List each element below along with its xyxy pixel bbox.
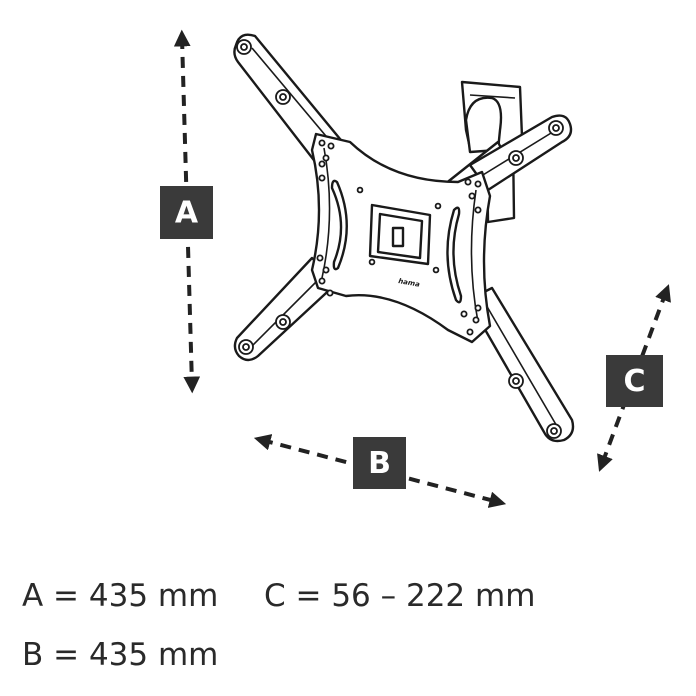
spec-c: C = 56 – 222 mm xyxy=(264,578,536,614)
curved-slot-right xyxy=(446,206,463,304)
dimension-a: A xyxy=(160,29,213,394)
spec-b: B = 435 mm xyxy=(22,637,219,673)
center-opening xyxy=(368,203,432,266)
label-b-box xyxy=(353,437,406,489)
brand-logo: hama xyxy=(398,277,421,289)
label-c-box xyxy=(606,355,663,407)
label-a: A xyxy=(175,196,199,231)
arm-lower-left xyxy=(233,256,340,362)
spec-a: A = 435 mm xyxy=(22,578,219,614)
mounting-holes xyxy=(316,139,482,336)
label-a-box xyxy=(160,186,213,239)
dimension-c: C xyxy=(597,284,671,472)
curved-slot-left xyxy=(330,179,348,271)
arm-lower-right xyxy=(466,286,575,443)
label-c: C xyxy=(623,364,645,399)
dimension-c-line xyxy=(597,284,671,472)
label-b: B xyxy=(368,446,391,481)
arm-upper-right xyxy=(468,114,573,192)
center-plate: hama xyxy=(310,132,492,344)
dimension-b: B xyxy=(253,434,507,508)
